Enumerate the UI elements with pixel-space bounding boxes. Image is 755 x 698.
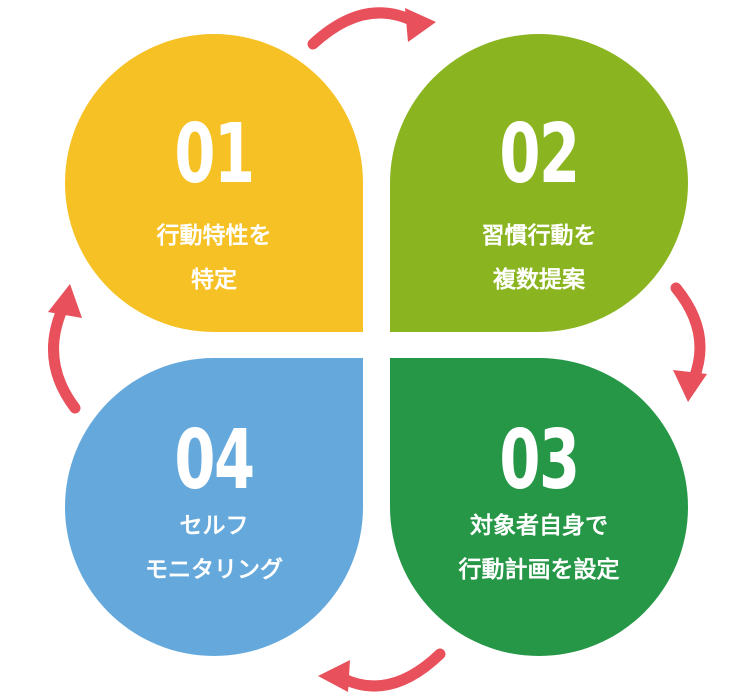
arrow-right-icon bbox=[670, 282, 707, 402]
step-03-number: 03 bbox=[499, 413, 580, 508]
step-03-label: 対象者自身で 行動計画を設定 bbox=[390, 504, 688, 592]
arrow-left-icon bbox=[48, 284, 82, 414]
step-03-label-line-2: 行動計画を設定 bbox=[458, 557, 620, 583]
step-01-label: 行動特性を 特定 bbox=[65, 214, 363, 302]
step-04-label: セルフ モニタリング bbox=[65, 504, 363, 592]
step-02-label-line-1: 習慣行動を bbox=[481, 223, 597, 249]
step-01-label-line-1: 行動特性を bbox=[156, 223, 272, 249]
step-03-petal: 03 対象者自身で 行動計画を設定 bbox=[390, 358, 688, 656]
step-01-number: 01 bbox=[174, 107, 255, 202]
step-02-number: 02 bbox=[499, 107, 580, 202]
step-02-label-line-2: 複数提案 bbox=[493, 267, 585, 293]
step-01-label-line-2: 特定 bbox=[191, 267, 237, 293]
step-04-label-line-1: セルフ bbox=[179, 513, 249, 539]
step-04-number: 04 bbox=[174, 413, 255, 508]
step-04-petal: 04 セルフ モニタリング bbox=[65, 358, 363, 656]
step-01-petal: 01 行動特性を 特定 bbox=[65, 34, 363, 332]
arrow-bottom-icon bbox=[318, 648, 446, 692]
step-02-label: 習慣行動を 複数提案 bbox=[390, 214, 688, 302]
step-04-label-line-2: モニタリング bbox=[145, 557, 283, 583]
step-03-label-line-1: 対象者自身で bbox=[470, 513, 608, 539]
arrow-top-icon bbox=[307, 7, 436, 50]
step-02-petal: 02 習慣行動を 複数提案 bbox=[390, 34, 688, 332]
